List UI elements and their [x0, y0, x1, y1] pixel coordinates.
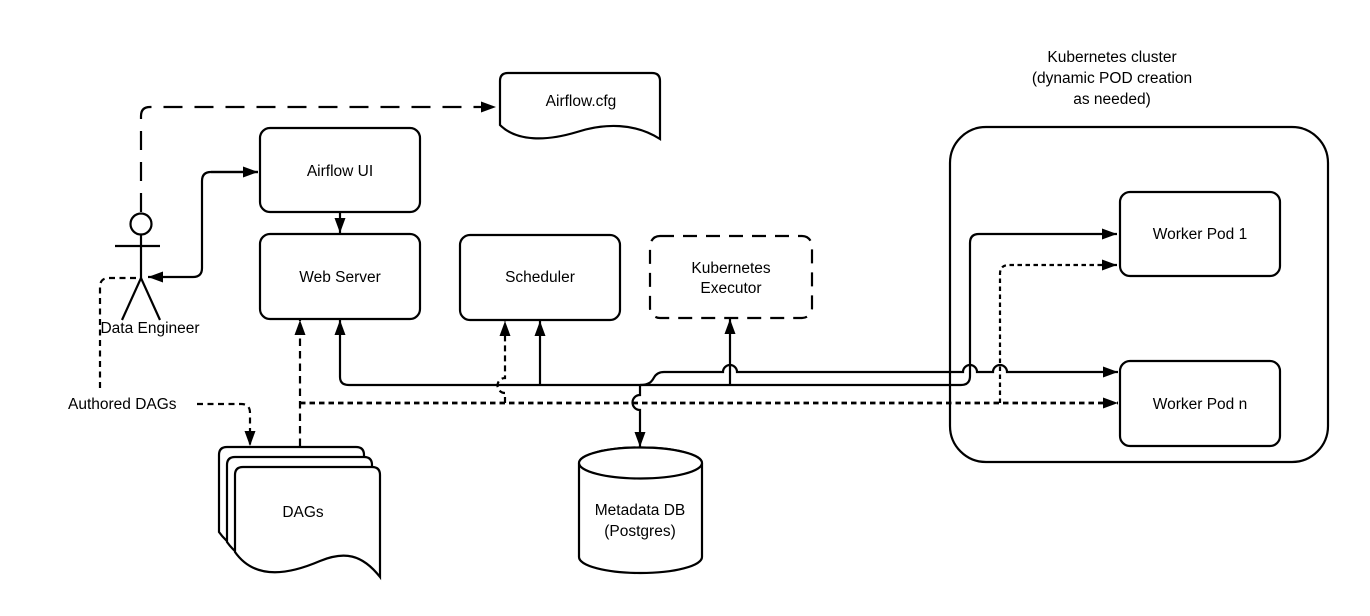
data-engineer-label: Data Engineer — [100, 320, 199, 337]
edge-engineer-authored-dags-2 — [197, 402, 256, 446]
kubernetes-executor-node — [648, 234, 814, 320]
scheduler-label: Scheduler — [505, 269, 575, 286]
edge-bus-to-workerpod1 — [338, 228, 1117, 387]
kubernetes-cluster-label-line3: as needed) — [1073, 91, 1151, 108]
actor-head — [129, 212, 153, 236]
kubernetes-executor-label-line2: Executor — [700, 280, 761, 297]
edges — [98, 101, 1118, 447]
worker-pod-n-node — [1118, 359, 1282, 448]
scheduler-node — [458, 233, 622, 322]
labels: Airflow.cfg Airflow UI Web Server Schedu… — [68, 49, 1247, 540]
dags-node — [217, 445, 382, 581]
edge-engineer-authored-dags-1 — [98, 276, 136, 391]
web-server-node — [258, 232, 422, 321]
web-server-label: Web Server — [299, 269, 381, 286]
airflow-cfg-document-shape — [498, 71, 662, 142]
worker-pod-1-node — [1118, 190, 1282, 278]
kubernetes-executor-label-line1: Kubernetes — [691, 260, 771, 277]
edge-engineer-to-cfg — [139, 101, 496, 212]
airflow-ui-node — [258, 126, 422, 214]
airflow-ui-label: Airflow UI — [307, 163, 373, 180]
metadata-db-label-line2: (Postgres) — [604, 523, 676, 540]
data-engineer-actor — [115, 212, 162, 321]
edge-ui-to-engineer — [148, 170, 258, 283]
metadata-db-node — [577, 446, 704, 575]
edge-bus-to-workerpodn — [639, 363, 1118, 387]
edge-dags-to-scheduler — [496, 321, 511, 403]
metadata-db-label-line1: Metadata DB — [595, 502, 685, 519]
worker-pod-1-label: Worker Pod 1 — [1153, 226, 1247, 243]
dags-document-front — [233, 465, 382, 581]
worker-pod-n-label: Worker Pod n — [1153, 396, 1247, 413]
kubernetes-cluster-label-line1: Kubernetes cluster — [1047, 49, 1176, 66]
airflow-cfg-label: Airflow.cfg — [546, 93, 617, 110]
edge-bus-to-metadatadb — [631, 385, 646, 447]
kubernetes-cluster-label-line2: (dynamic POD creation — [1032, 70, 1192, 87]
airflow-cfg-node — [498, 71, 662, 142]
dags-label: DAGs — [282, 504, 324, 521]
authored-dags-label: Authored DAGs — [68, 396, 177, 413]
actor-legs — [120, 275, 162, 321]
edge-dags-to-workerpod1 — [998, 259, 1117, 403]
metadata-db-cylinder-top — [577, 446, 704, 480]
